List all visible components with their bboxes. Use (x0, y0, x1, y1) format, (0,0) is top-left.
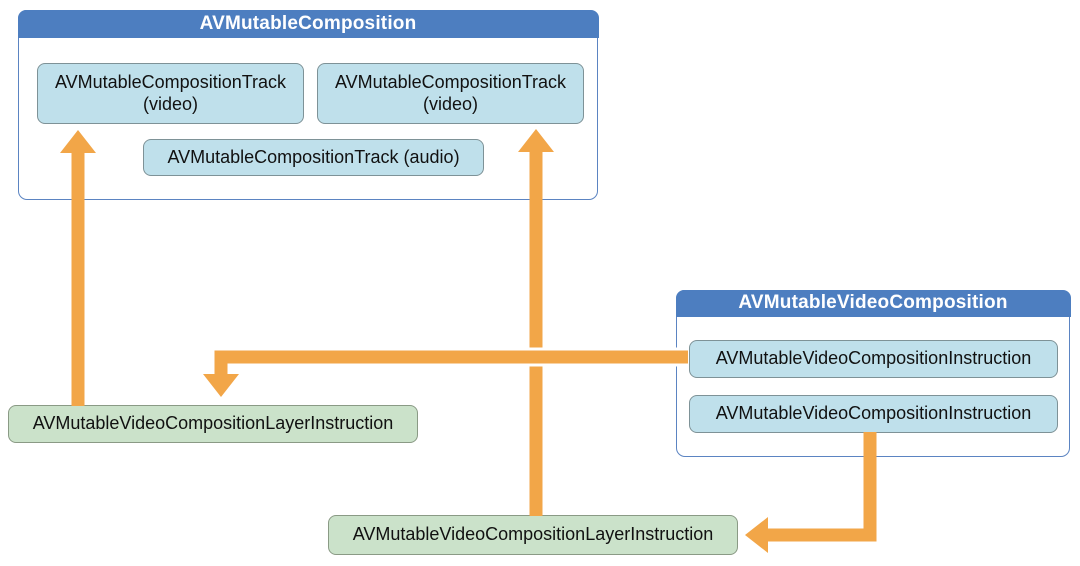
layer-instruction-left-label: AVMutableVideoCompositionLayerInstructio… (32, 413, 394, 434)
box-track-audio: AVMutableCompositionTrack (audio) (143, 139, 484, 176)
box-track-video-1: AVMutableCompositionTrack (video) (37, 63, 304, 124)
box-track-video-2: AVMutableCompositionTrack (video) (317, 63, 584, 124)
avmutablecomposition-title: AVMutableComposition (17, 9, 599, 38)
avmutablevideocomposition-title: AVMutableVideoComposition (675, 289, 1071, 317)
arrow-instruction-1-to-layer-left (203, 350, 688, 397)
container-avmutablevideocomposition: AVMutableVideoComposition AVMutableVideo… (675, 289, 1071, 457)
track-video-1-label-line2: (video) (142, 93, 199, 114)
track-video-1-label-line1: AVMutableCompositionTrack (54, 72, 287, 93)
track-video-2-label-line2: (video) (422, 93, 479, 114)
track-audio-label: AVMutableCompositionTrack (audio) (167, 146, 460, 167)
box-instruction-2: AVMutableVideoCompositionInstruction (689, 395, 1058, 433)
instruction-2-label: AVMutableVideoCompositionInstruction (715, 403, 1032, 424)
container-avmutablecomposition: AVMutableComposition AVMutableCompositio… (17, 9, 599, 200)
box-instruction-1: AVMutableVideoCompositionInstruction (689, 340, 1058, 378)
box-layer-instruction-left: AVMutableVideoCompositionLayerInstructio… (8, 405, 418, 443)
track-video-2-label-line1: AVMutableCompositionTrack (334, 72, 567, 93)
box-layer-instruction-bottom: AVMutableVideoCompositionLayerInstructio… (328, 515, 738, 555)
instruction-1-label: AVMutableVideoCompositionInstruction (715, 348, 1032, 369)
layer-instruction-bottom-label: AVMutableVideoCompositionLayerInstructio… (352, 524, 714, 545)
